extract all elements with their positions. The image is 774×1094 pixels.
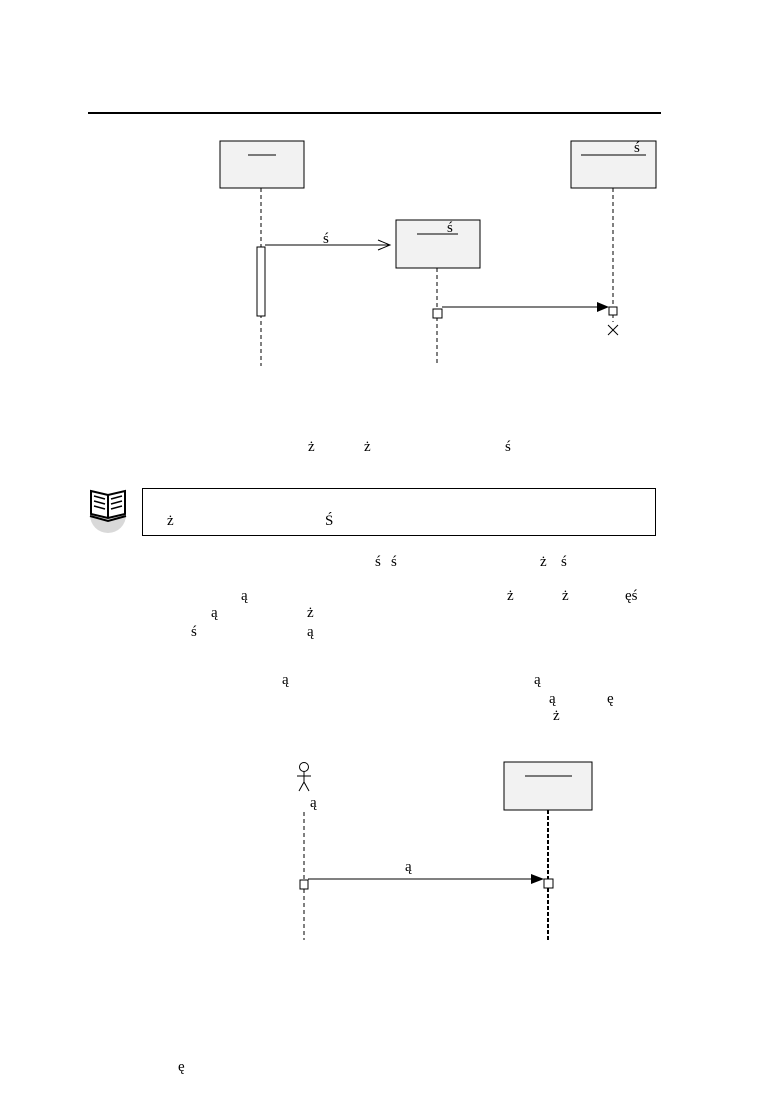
actor-icon (297, 762, 311, 792)
text2-l2-g2: ż (507, 588, 514, 604)
activation-square-object-fig2 (543, 878, 554, 889)
text2-l2-g3: ż (562, 588, 569, 604)
text1-glyph-1: ż (308, 439, 315, 455)
note-glyph-1: ż (167, 513, 174, 529)
note-box (142, 488, 656, 536)
text2-l1-g2: ś (391, 554, 397, 570)
text3-l2-g2: ę (607, 691, 614, 707)
object-label-right: ś (634, 140, 640, 156)
note-glyph-2: Ś (325, 513, 334, 529)
object-label-middle: ś (447, 220, 453, 236)
text3-l2-g1: ą (549, 691, 556, 707)
activation-square-actor (299, 879, 309, 890)
header-rule (88, 112, 661, 114)
text2-l3-g2: ż (307, 605, 314, 621)
activation-bar-left (256, 246, 266, 317)
text3-l1-g2: ą (534, 672, 541, 688)
book-icon (89, 489, 127, 533)
text2-l1-g3: ż (540, 554, 547, 570)
text3-l1-g1: ą (282, 672, 289, 688)
footer-glyph: ę (178, 1059, 185, 1075)
activation-square-middle (432, 308, 443, 319)
destroy-x-icon (607, 324, 619, 336)
object-box-right (570, 140, 657, 189)
text2-l4-g1: ś (191, 624, 197, 640)
text2-l1-g4: ś (561, 554, 567, 570)
text2-l1-g1: ś (375, 554, 381, 570)
text1-glyph-3: ś (505, 439, 511, 455)
text2-l2-g1: ą (241, 588, 248, 604)
object-box-middle (395, 219, 481, 269)
create-message-label: ś (323, 231, 329, 247)
message-label-fig2: ą (405, 859, 412, 875)
text3-l3-g1: ż (553, 708, 560, 724)
text2-l3-g1: ą (211, 605, 218, 621)
activation-square-right (608, 306, 618, 316)
object-box-fig2 (503, 761, 593, 811)
actor-label: ą (310, 795, 317, 811)
object-box-left (219, 140, 305, 189)
text2-l2-g4: ęś (625, 588, 638, 604)
text1-glyph-2: ż (364, 439, 371, 455)
text2-l4-g2: ą (307, 624, 314, 640)
